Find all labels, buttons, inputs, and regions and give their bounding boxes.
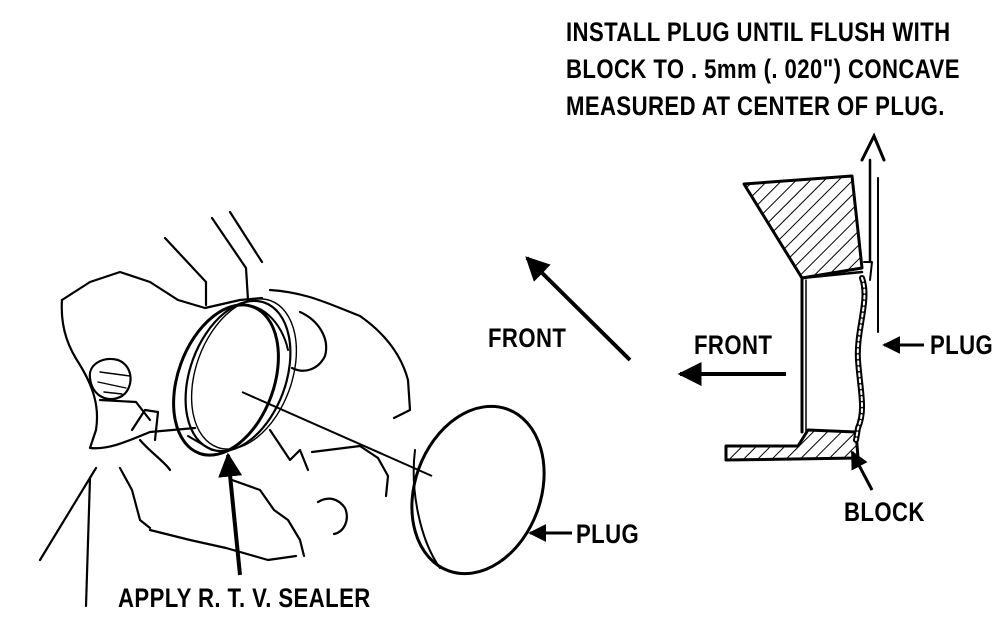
bore-opening [172,298,298,457]
measure-reference-arrow [860,132,886,333]
install-note-line-1: INSTALL PLUG UNTIL FLUSH WITH [566,17,951,47]
front-arrow-left [525,256,632,362]
install-note-line-2: BLOCK TO . 5mm (. 020") CONCAVE [566,54,960,84]
loose-plug-disc [410,404,546,576]
plug-label-right: PLUG [930,330,994,360]
engine-block-casting [38,210,412,608]
block-cross-section [724,174,873,462]
plug-label-bottom: PLUG [576,519,640,549]
front-label-left: FRONT [488,323,567,353]
plug-leader-line [241,391,433,477]
block-label: BLOCK [844,497,925,527]
sealer-arrow [218,452,243,576]
install-note: INSTALL PLUG UNTIL FLUSH WITH BLOCK TO .… [566,16,960,127]
block-arrow [850,450,874,491]
front-label-right: FRONT [694,330,773,360]
install-note-line-3: MEASURED AT CENTER OF PLUG. [566,91,945,121]
sealer-label: APPLY R. T. V. SEALER [118,583,371,613]
